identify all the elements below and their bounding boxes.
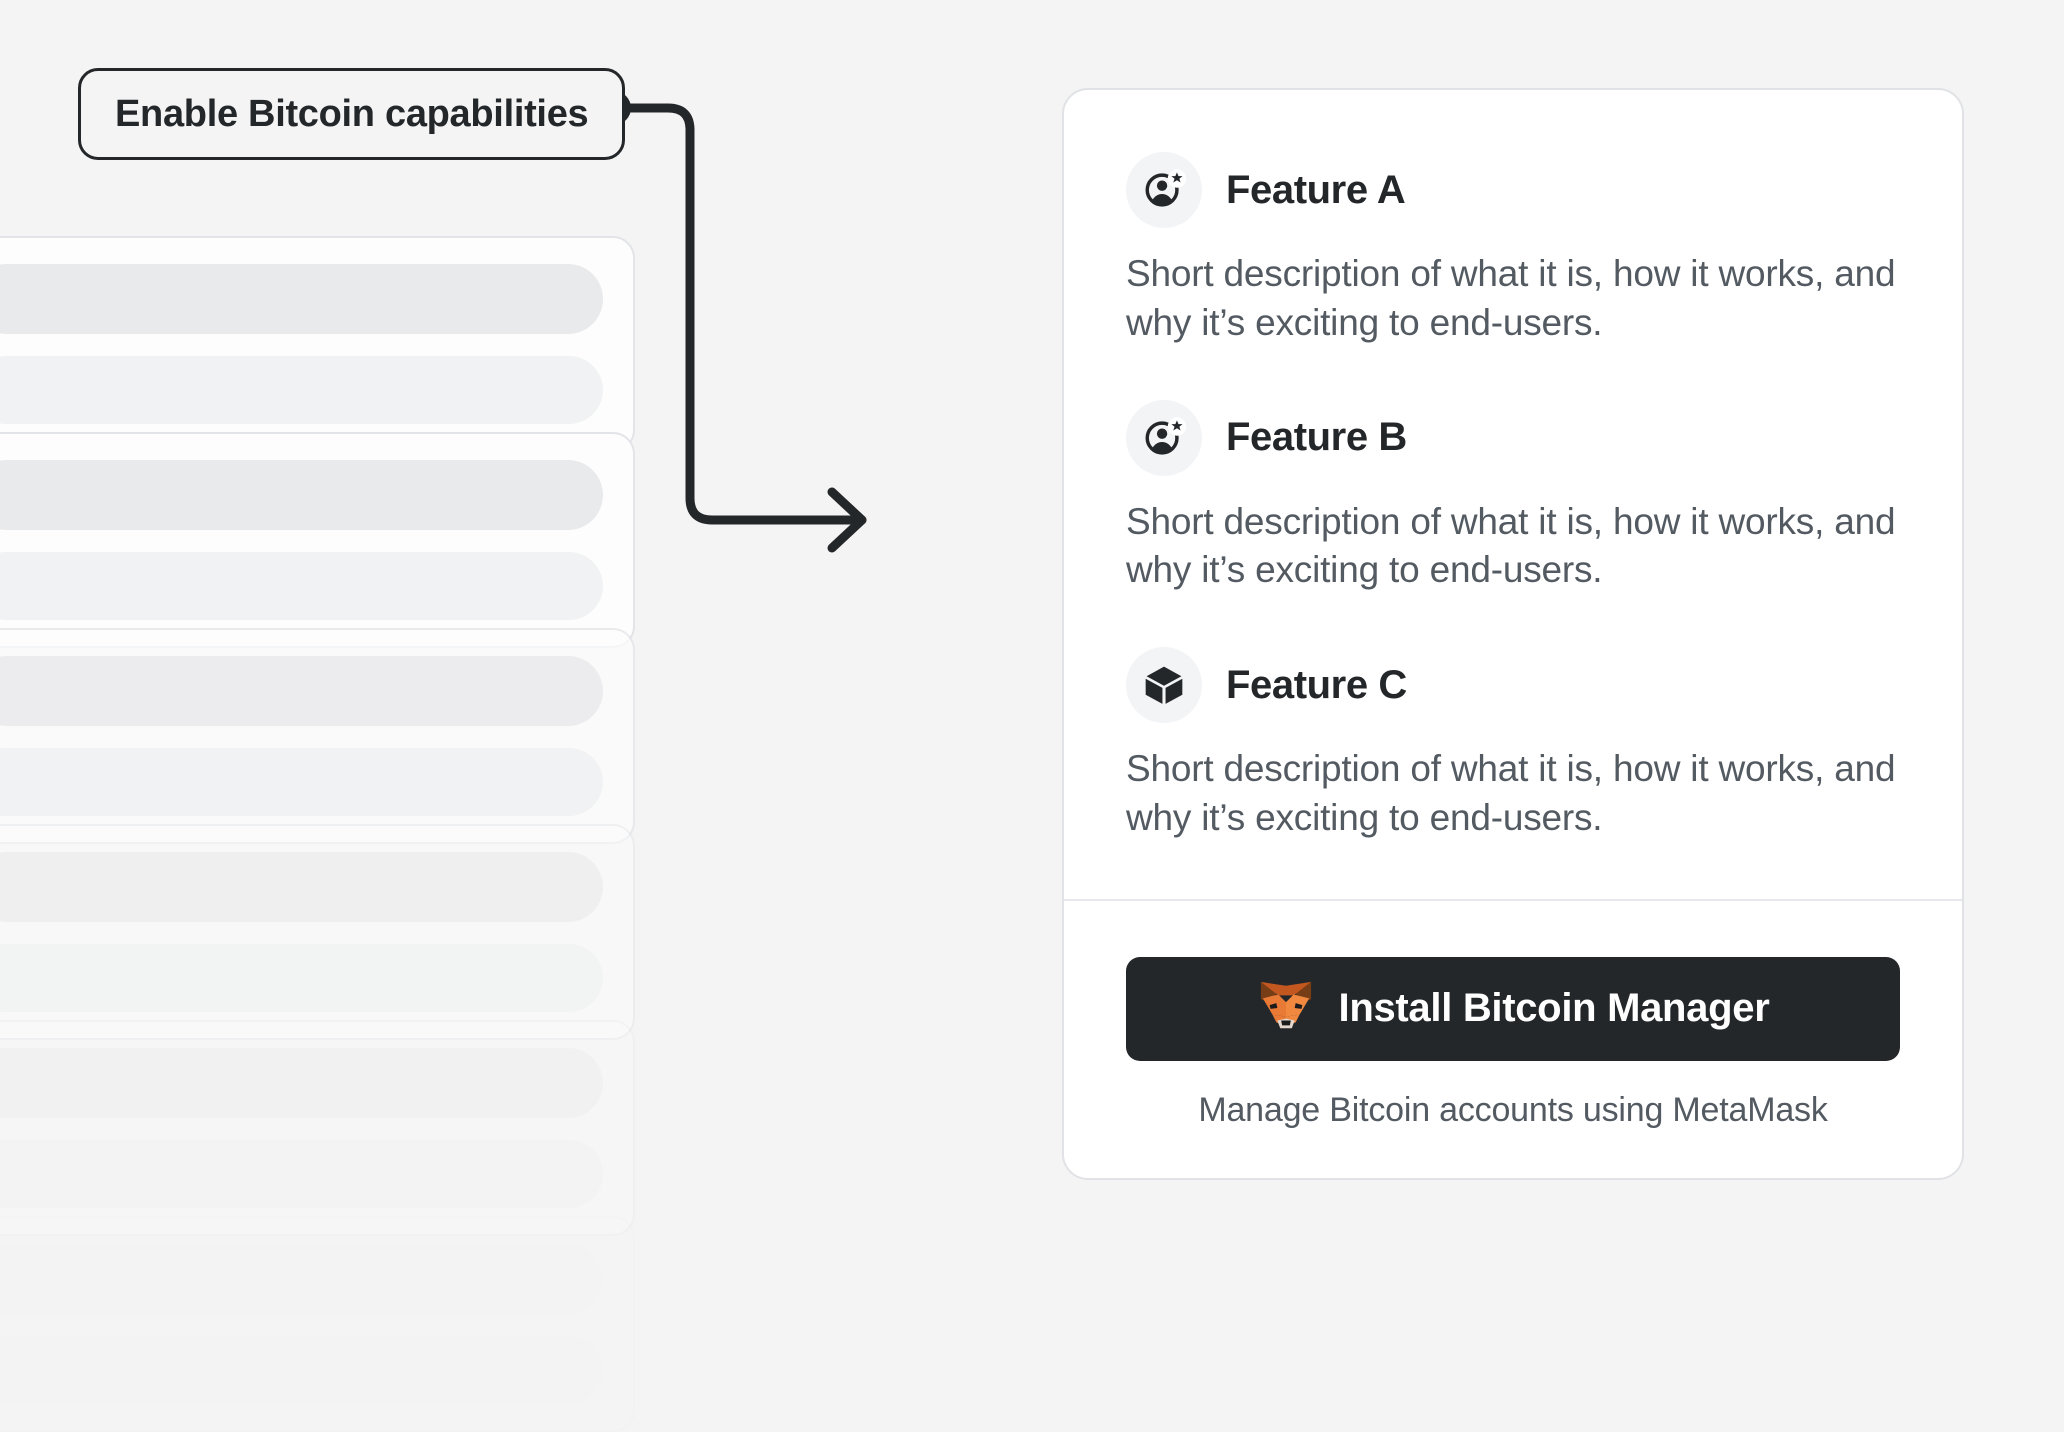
feature-description: Short description of what it is, how it … [1126, 500, 1896, 591]
skeleton-card [0, 432, 635, 648]
skeleton-bar-primary [0, 460, 603, 530]
skeleton-bar-primary [0, 264, 603, 334]
add-user-icon [1126, 152, 1202, 228]
skeleton-card [0, 628, 635, 844]
feature-description: Short description of what it is, how it … [1126, 253, 1896, 343]
metamask-fox-icon [1257, 980, 1315, 1037]
background-skeleton-list [0, 236, 640, 1432]
skeleton-bar-secondary [0, 1140, 603, 1208]
install-bitcoin-manager-button[interactable]: Install Bitcoin Manager [1126, 956, 1900, 1061]
skeleton-bar-secondary [0, 1336, 603, 1404]
feature-block: Feature B Short description of what it is… [1126, 399, 1900, 596]
skeleton-bar-secondary [0, 748, 603, 816]
skeleton-bar-secondary [0, 356, 603, 424]
feature-header: Feature B [1126, 399, 1900, 476]
feature-card: Feature A Short description of what it is… [1062, 88, 1964, 1180]
add-user-icon [1126, 399, 1202, 476]
skeleton-card [0, 236, 635, 452]
feature-description: Short description of what it is, how it … [1126, 748, 1896, 839]
install-button-label: Install Bitcoin Manager [1338, 986, 1770, 1031]
cube-icon [1126, 647, 1202, 724]
skeleton-bar-primary [0, 1244, 603, 1314]
callout-pill: Enable Bitcoin capabilities [78, 68, 626, 160]
feature-title: Feature C [1226, 662, 1407, 707]
feature-title: Feature B [1226, 415, 1407, 460]
connector-arrow [597, 91, 867, 553]
skeleton-bar-secondary [0, 552, 603, 620]
install-caption: Manage Bitcoin accounts using MetaMask [1198, 1090, 1828, 1129]
arrow-head-icon [827, 487, 867, 553]
card-divider [1064, 898, 1962, 901]
feature-title: Feature A [1226, 167, 1406, 212]
skeleton-bar-primary [0, 852, 603, 922]
connector-line [609, 103, 867, 525]
skeleton-card [0, 1216, 635, 1432]
features-section: Feature A Short description of what it is… [1064, 90, 1962, 899]
install-section: Install Bitcoin Manager Manage Bitcoin a… [1064, 901, 1962, 1178]
skeleton-card [0, 1020, 635, 1236]
feature-header: Feature C [1126, 647, 1900, 724]
callout-label: Enable Bitcoin capabilities [115, 92, 589, 135]
skeleton-bar-primary [0, 656, 603, 726]
skeleton-bar-secondary [0, 944, 603, 1012]
skeleton-card [0, 824, 635, 1040]
feature-block: Feature C Short description of what it is… [1126, 647, 1900, 843]
feature-block: Feature A Short description of what it is… [1126, 152, 1900, 348]
feature-header: Feature A [1126, 152, 1900, 228]
skeleton-bar-primary [0, 1048, 603, 1118]
